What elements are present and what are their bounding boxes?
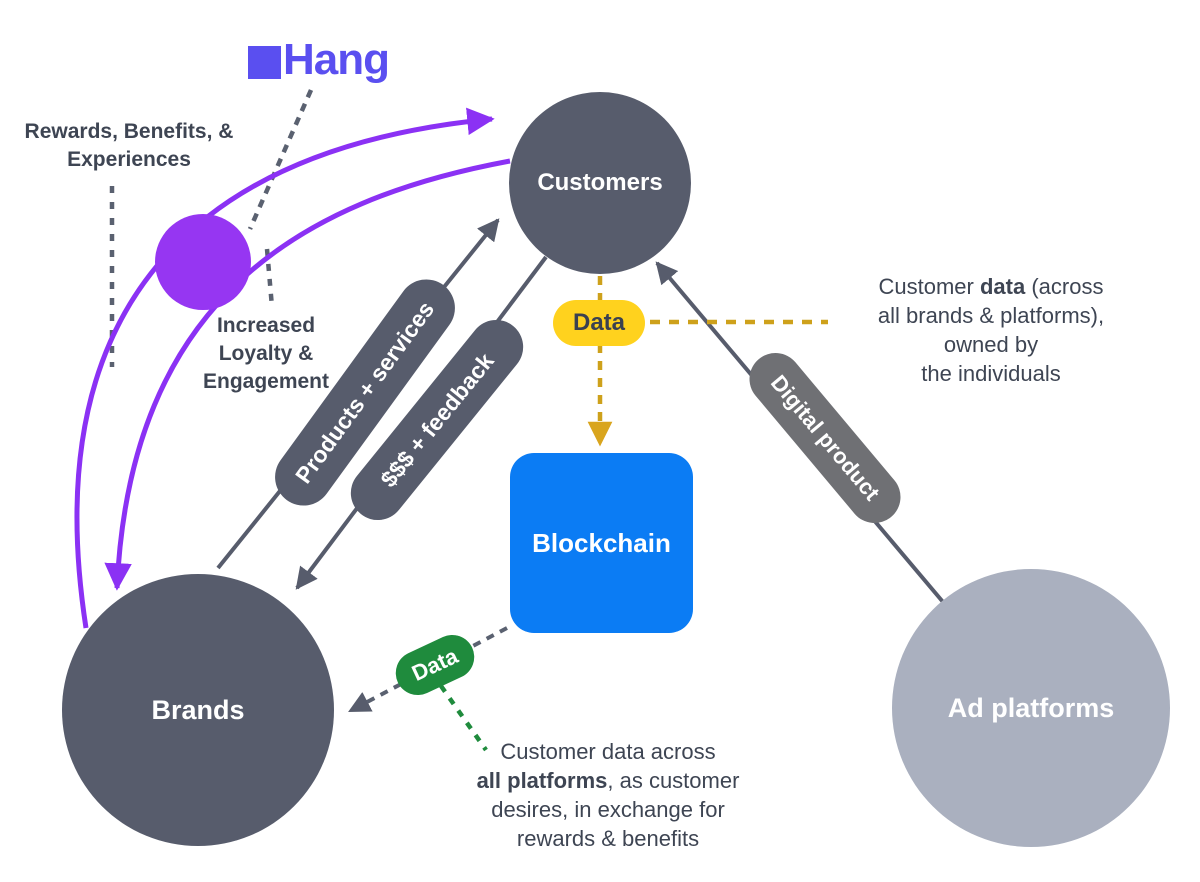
green-data-annotation-dashed — [439, 684, 488, 752]
annotation-bottom-bold: all platforms — [476, 768, 608, 793]
node-customers: Customers — [509, 92, 691, 274]
hang-logo-text: Hang — [283, 35, 390, 84]
node-blockchain: Blockchain — [510, 453, 693, 633]
node-customers-label: Customers — [537, 169, 663, 196]
annotation-customer-data-bottom: Customer data across all platforms, as c… — [452, 737, 764, 853]
annotation-right-post: (across all brands & platforms), owned b… — [877, 274, 1105, 386]
pill-data-yellow-label: Data — [572, 309, 626, 336]
hang-to-loyalty-dashed-line — [247, 89, 314, 230]
node-ad-platforms: Ad platforms — [892, 569, 1170, 847]
node-blockchain-label: Blockchain — [532, 527, 671, 558]
annotation-right-pre: Customer — [878, 274, 980, 299]
loyalty-label-dashed-line — [264, 248, 275, 308]
node-brands-label: Brands — [151, 694, 245, 725]
arc-brands-to-customers — [74, 107, 495, 629]
annotation-bottom-post: , as customer desires, in exchange for r… — [491, 768, 740, 851]
annotation-bottom-pre: Customer data across — [500, 739, 716, 764]
annotation-right-bold: data — [979, 274, 1026, 299]
pill-data-green-label: Data — [407, 643, 462, 686]
node-brands: Brands — [62, 574, 334, 846]
node-ad-platforms-label: Ad platforms — [947, 692, 1115, 723]
annotation-loyalty: Increased Loyalty & Engagement — [202, 314, 330, 393]
hang-logo-block-icon — [248, 45, 281, 79]
annotation-rewards: Rewards, Benefits, & Experiences — [24, 120, 234, 171]
annotation-customer-data-right: Customer data (across all brands & platf… — [855, 272, 1127, 388]
hang-logo: Hang — [248, 35, 390, 84]
pill-data-yellow: Data — [553, 300, 645, 346]
loyalty-circle — [155, 214, 251, 310]
